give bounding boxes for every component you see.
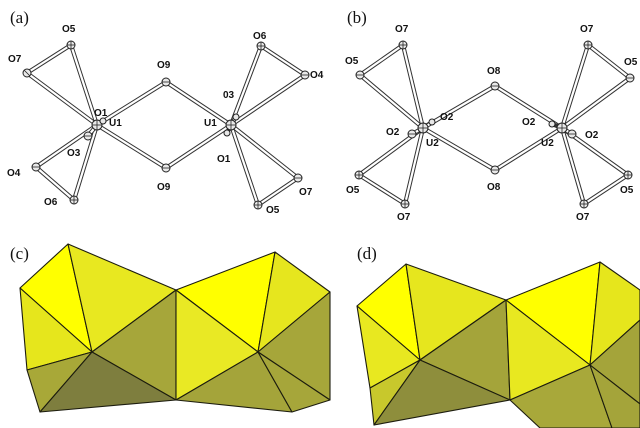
label-o3: O3: [67, 148, 81, 159]
label-o5-lower: O5: [346, 185, 360, 196]
atom-o5-b3: [625, 73, 635, 83]
atom-u2-left: [417, 122, 429, 134]
label-o8-top: O8: [487, 66, 501, 77]
label-o7-right: O7: [299, 187, 313, 198]
atom-o9-bottom: [161, 163, 171, 173]
label-u2-right: U2: [541, 138, 554, 149]
panel-label-d: (d): [357, 244, 377, 263]
atom-o7-b3: [583, 40, 593, 50]
atom-o6-a1: [69, 195, 79, 205]
face: [373, 359, 511, 426]
panel-d: (d): [356, 244, 640, 428]
label-o7: O7: [8, 54, 22, 65]
atoms-b: [354, 40, 635, 209]
face: [589, 364, 640, 428]
face: [589, 261, 640, 366]
label-o5-right: O5: [624, 57, 638, 68]
label-o1: O1: [94, 108, 108, 119]
atom-o3-a2: [232, 113, 240, 121]
atom-o7-b4: [579, 199, 589, 209]
label-o8-bottom: O8: [487, 182, 501, 193]
atom-o9-top: [161, 77, 171, 87]
atom-u2-right: [556, 122, 568, 134]
atom-o2-b3: [548, 120, 556, 128]
label-o7-right: O7: [580, 24, 594, 35]
label-u1-right: U1: [204, 118, 217, 129]
atom-o7-b2: [400, 199, 410, 209]
face: [39, 351, 177, 413]
label-o5-right-lower: O5: [620, 185, 634, 196]
label-o2-right-lower: O2: [585, 130, 599, 141]
atom-o7-a1: [22, 68, 32, 78]
atom-labels-a: O5 O7 O1 U1 O3 O4 O6 O9 O9 O6 O4 03 U1 O…: [7, 24, 324, 216]
atom-o5-b4: [623, 170, 633, 180]
atom-u1-right: [225, 119, 237, 131]
label-03-right: 03: [223, 90, 235, 101]
label-o7-right-lower: O7: [576, 212, 590, 223]
label-o2-lower: O2: [386, 127, 400, 138]
label-o7: O7: [395, 24, 409, 35]
atom-o3-a1: [83, 131, 93, 141]
label-o4-right: O4: [310, 70, 324, 81]
label-o6-right: O6: [253, 31, 267, 42]
atom-o2-b2: [407, 129, 417, 139]
atom-o7-a2: [293, 173, 303, 183]
atom-o1-a1: [99, 117, 107, 125]
label-o9-top: O9: [157, 60, 171, 71]
label-o4: O4: [7, 168, 21, 179]
label-o1-right: O1: [217, 154, 231, 165]
panel-label-a: (a): [10, 8, 29, 27]
atom-o5-b2: [354, 170, 364, 180]
label-o5: O5: [62, 24, 76, 35]
atom-o4-a2: [300, 70, 310, 80]
atom-o8-bottom: [490, 165, 500, 175]
atom-o6-a2: [256, 41, 266, 51]
atom-o5-a1: [66, 40, 76, 50]
atom-o4-a1: [31, 162, 41, 172]
atom-labels-b: O7 O5 O2 O2 U2 O5 O7 O8 O8 O7 O5 O2 O2 U…: [345, 24, 638, 223]
label-u1: U1: [109, 118, 122, 129]
atom-o1-a2: [223, 129, 231, 137]
polyhedron-dimer-d: [356, 261, 640, 428]
panel-a: (a): [7, 8, 324, 216]
label-u2: U2: [426, 138, 439, 149]
atom-o5-b1: [355, 70, 365, 80]
atom-o5-a2: [253, 200, 263, 210]
panel-b: (b): [345, 8, 638, 223]
label-o9-bottom: O9: [157, 182, 171, 193]
label-o2: O2: [440, 112, 454, 123]
face: [257, 351, 331, 413]
atom-o2-b4: [567, 129, 577, 139]
atoms-a: [22, 40, 310, 210]
label-o5: O5: [345, 56, 359, 67]
label-o6: O6: [44, 197, 58, 208]
label-o2-right: O2: [522, 117, 536, 128]
face: [509, 364, 613, 428]
label-o7-lower: O7: [397, 212, 411, 223]
atom-o8-top: [490, 81, 500, 91]
polyhedron-dimer-c: [19, 243, 331, 413]
atom-o7-b1: [398, 40, 408, 50]
atom-u1-left: [91, 119, 103, 131]
panel-label-b: (b): [347, 8, 367, 27]
label-o5-right: O5: [266, 205, 280, 216]
panel-label-c: (c): [10, 244, 29, 263]
panel-c: (c): [10, 243, 331, 413]
atom-o2-b1: [428, 118, 436, 126]
